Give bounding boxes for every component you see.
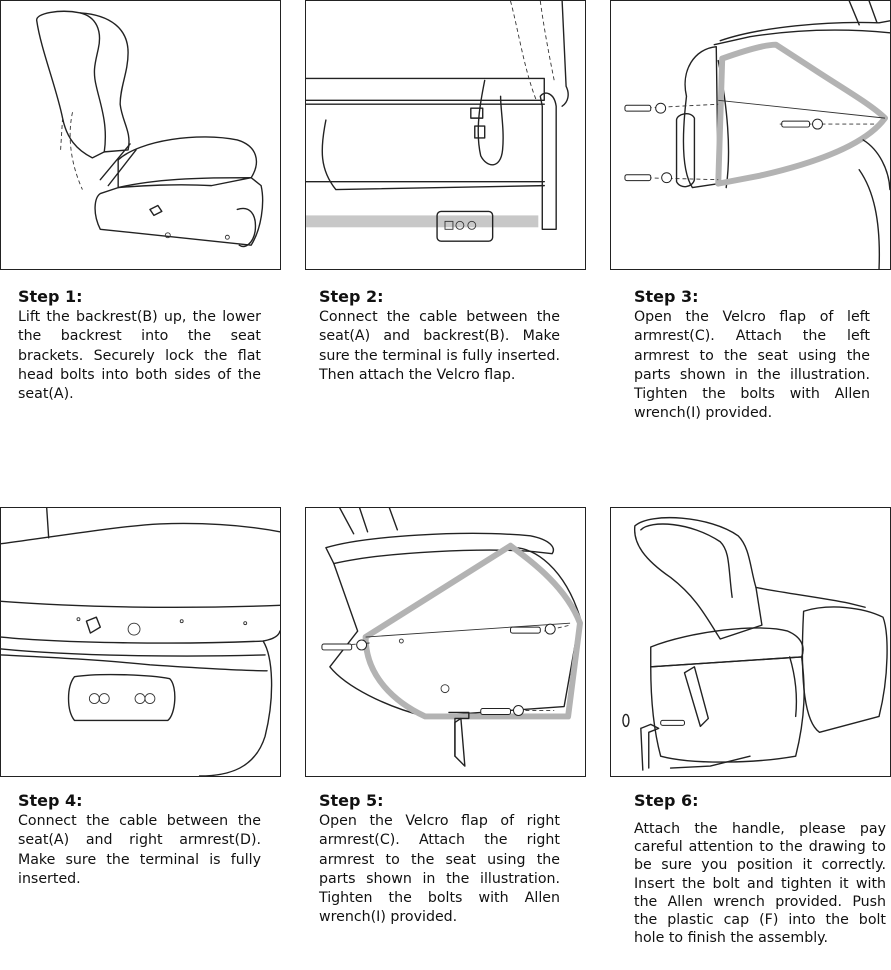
step-2-title: Step 2: <box>319 287 384 306</box>
step-3-block: Step 3: Open the Velcro flap of left arm… <box>634 288 870 424</box>
step-4-illustration <box>0 507 281 777</box>
right-armrest-cable-drawing <box>1 508 280 776</box>
seat-cable-drawing <box>306 1 569 242</box>
step-1-illustration <box>0 0 281 270</box>
step-5-block: Step 5: Open the Velcro flap of right ar… <box>319 792 560 928</box>
step-6-text: Attach the handle, please pay careful at… <box>634 821 886 947</box>
step-2-text: Connect the cable between the seat(A) an… <box>319 309 560 383</box>
step-1-block: Step 1: Lift the backrest(B) up, the low… <box>18 288 261 404</box>
handle-assembly-drawing <box>622 517 888 771</box>
step-1-title: Step 1: <box>18 287 83 306</box>
step-6-block: Step 6: Attach the handle, please pay ca… <box>634 792 886 947</box>
step-2-illustration <box>305 0 586 270</box>
step-4-title: Step 4: <box>18 791 83 810</box>
step-5-illustration <box>305 507 586 777</box>
recliner-backrest-drawing <box>36 10 264 248</box>
step-3-title: Step 3: <box>634 287 699 306</box>
step-5-title: Step 5: <box>319 791 384 810</box>
step-6-illustration <box>610 507 891 777</box>
step-6-title: Step 6: <box>634 791 699 810</box>
step-1-text: Lift the backrest(B) up, the lower the b… <box>18 309 261 403</box>
left-armrest-drawing <box>624 1 890 269</box>
right-armrest-drawing <box>321 508 583 767</box>
step-2-block: Step 2: Connect the cable between the se… <box>319 288 560 385</box>
step-5-text: Open the Velcro flap of right armrest(C)… <box>319 813 560 926</box>
step-4-text: Connect the cable between the seat(A) an… <box>18 813 261 887</box>
step-3-illustration <box>610 0 891 270</box>
step-3-text: Open the Velcro flap of left armrest(C).… <box>634 309 870 422</box>
step-4-block: Step 4: Connect the cable between the se… <box>18 792 261 889</box>
